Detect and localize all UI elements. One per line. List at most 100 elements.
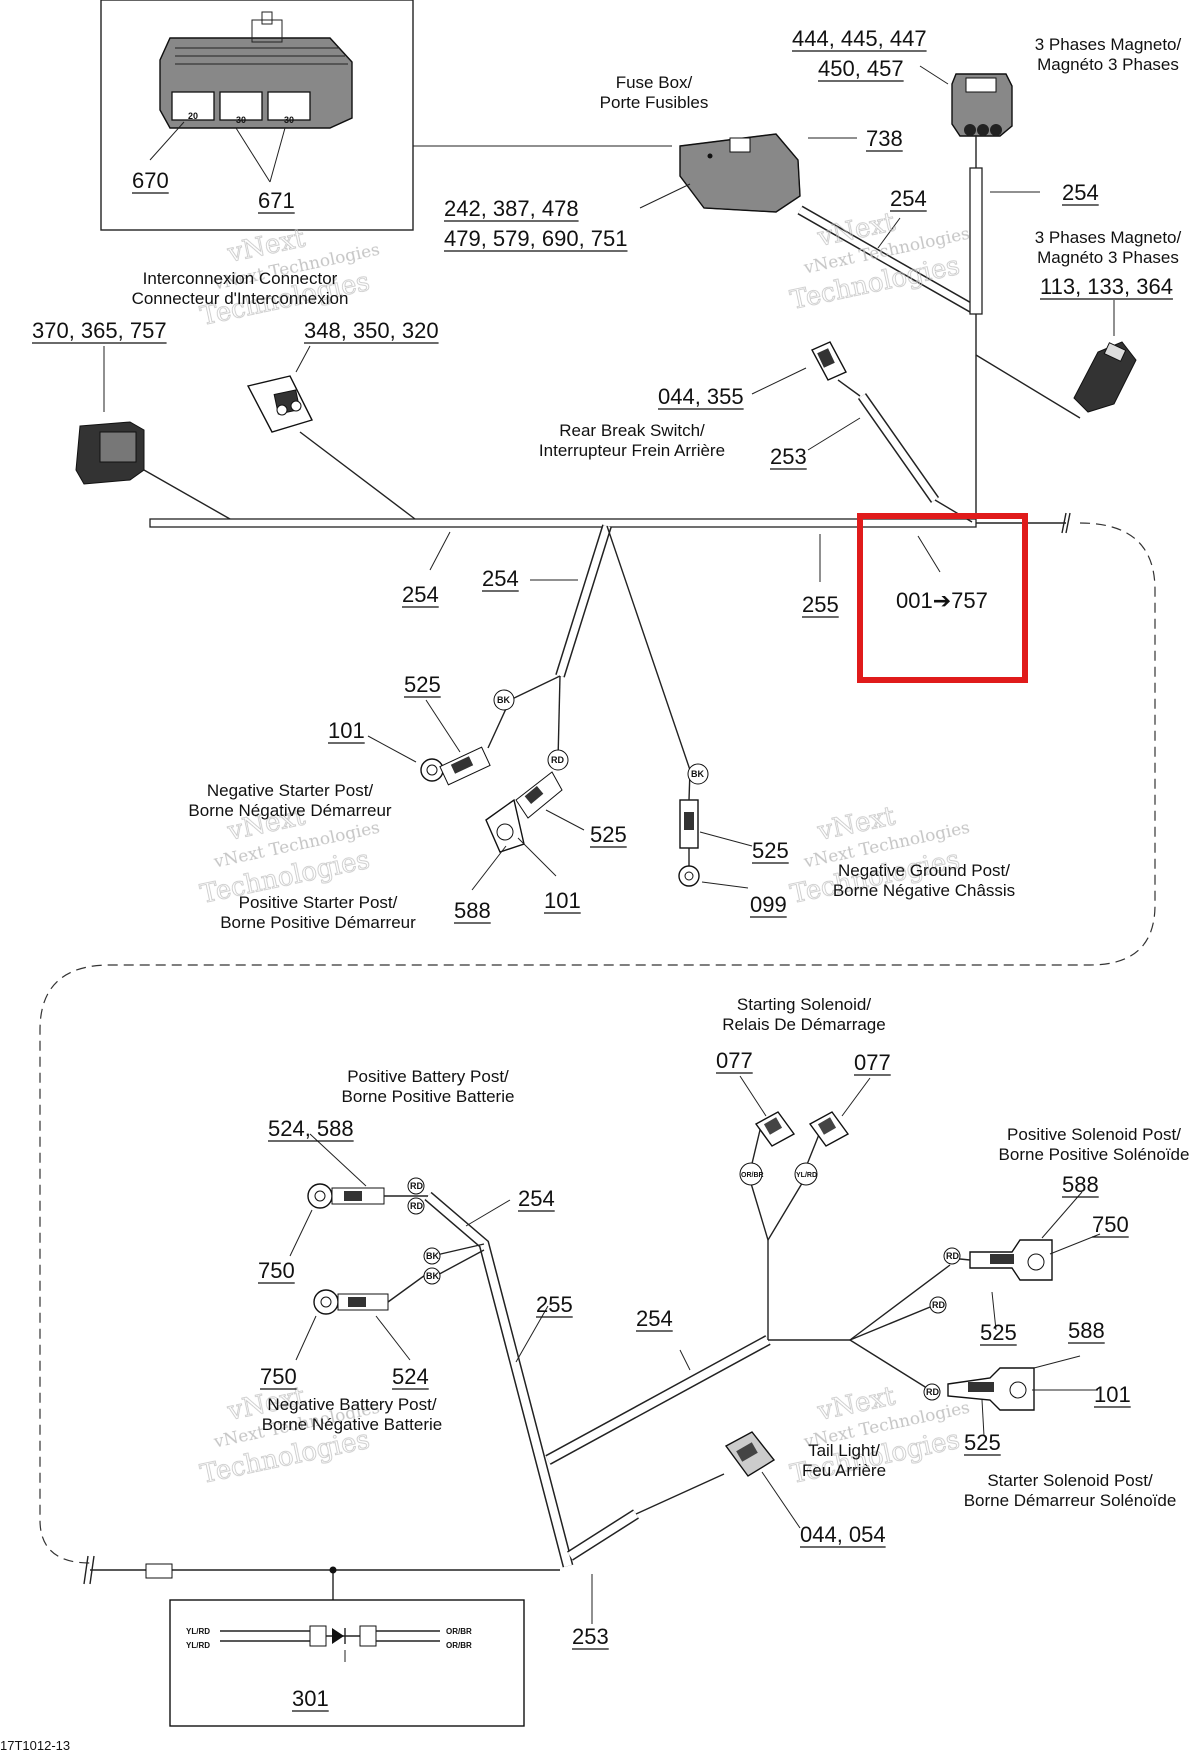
caption-psol1: Positive Solenoid Post/ bbox=[1007, 1125, 1181, 1144]
caption-tail2: Feu Arrière bbox=[802, 1461, 886, 1480]
wire-tag-rd: RD bbox=[410, 1201, 423, 1211]
callout-c044b: 044, 054 bbox=[800, 1522, 886, 1547]
caption-sol1: Starting Solenoid/ bbox=[737, 995, 871, 1014]
callout-c101c: 101 bbox=[1094, 1382, 1131, 1407]
caption-ngp2: Borne Négative Châssis bbox=[833, 881, 1015, 900]
wire-tag-ylrd: YL/RD bbox=[796, 1172, 817, 1179]
solenoid-connector-right bbox=[808, 1111, 850, 1147]
wire-tag-bk: BK bbox=[497, 695, 510, 705]
leader-lines bbox=[103, 65, 1115, 1624]
solenoid-connector-left bbox=[754, 1111, 796, 1147]
caption-psp2: Borne Positive Démarreur bbox=[220, 913, 416, 932]
magneto-connector-right bbox=[1073, 341, 1137, 413]
callout-c525c: 525 bbox=[752, 838, 789, 863]
wire-tag-rd: RD bbox=[946, 1251, 959, 1261]
negative-ground-terminal bbox=[678, 799, 700, 887]
callout-c450: 450, 457 bbox=[818, 56, 904, 81]
magneto-connector-top bbox=[951, 73, 1013, 137]
callout-c254c: 254 bbox=[402, 582, 439, 607]
positive-starter-terminal bbox=[485, 771, 563, 853]
starter-solenoid-terminal bbox=[947, 1367, 1035, 1411]
callout-c255a: 255 bbox=[802, 592, 839, 617]
diode-label-left-top: YL/RD bbox=[186, 1627, 210, 1636]
caption-int2: Connecteur d'Interconnexion bbox=[132, 289, 349, 308]
highlight-box bbox=[857, 513, 1028, 683]
diode-label-left-bottom: YL/RD bbox=[186, 1641, 210, 1650]
callout-c479: 479, 579, 690, 751 bbox=[444, 226, 628, 251]
wire-tag-bk: BK bbox=[426, 1271, 439, 1281]
callout-c255b: 255 bbox=[536, 1292, 573, 1317]
interconnexion-connector bbox=[75, 421, 145, 485]
tail-light-connector bbox=[724, 1431, 776, 1477]
caption-ssp1: Starter Solenoid Post/ bbox=[987, 1471, 1153, 1490]
wire-tag-orbr: OR/BR bbox=[741, 1172, 764, 1179]
caption-mag2b: Magnéto 3 Phases bbox=[1037, 248, 1179, 267]
caption-rear2: Interrupteur Frein Arrière bbox=[539, 441, 725, 460]
callout-c254f: 254 bbox=[636, 1306, 673, 1331]
callout-c670: 670 bbox=[132, 168, 169, 193]
watermarks: vNext vNext Technologies Technologies vN… bbox=[197, 207, 971, 1491]
callout-c001: 001➔757 bbox=[896, 588, 988, 613]
caption-ngp1: Negative Ground Post/ bbox=[838, 861, 1010, 880]
fuse-label-1: 20 bbox=[188, 111, 198, 121]
caption-psp1: Positive Starter Post/ bbox=[239, 893, 398, 912]
caption-fuse2: Porte Fusibles bbox=[600, 93, 709, 112]
callout-c738: 738 bbox=[866, 126, 903, 151]
diode-label-right-bottom: OR/BR bbox=[446, 1641, 472, 1650]
fuse-connector-inset: 20 30 30 bbox=[100, 0, 672, 231]
callout-c524a: 524, 588 bbox=[268, 1116, 354, 1141]
caption-mag2a: 3 Phases Magneto/ bbox=[1035, 228, 1182, 247]
callout-c671: 671 bbox=[258, 188, 295, 213]
caption-int1: Interconnexion Connector bbox=[143, 269, 338, 288]
wire-tag-rd: RD bbox=[932, 1300, 945, 1310]
callout-c254a: 254 bbox=[890, 186, 927, 211]
caption-mag1b: Magnéto 3 Phases bbox=[1037, 55, 1179, 74]
callout-c254e: 254 bbox=[518, 1186, 555, 1211]
caption-rear1: Rear Break Switch/ bbox=[559, 421, 705, 440]
lower-harness: RD RD BK BK OR/BR YL/RD RD RD RD bbox=[83, 1111, 1053, 1727]
rear-brake-switch-connector bbox=[811, 341, 847, 381]
callout-c525a: 525 bbox=[404, 672, 441, 697]
callout-c370: 370, 365, 757 bbox=[32, 318, 167, 343]
wire-tag-rd: RD bbox=[410, 1181, 423, 1191]
callout-c588b: 588 bbox=[1062, 1172, 1099, 1197]
callout-c101b: 101 bbox=[544, 888, 581, 913]
callout-c253a: 253 bbox=[770, 444, 807, 469]
negative-battery-terminal bbox=[313, 1289, 389, 1315]
connector-348 bbox=[246, 375, 313, 433]
caption-nsp2: Borne Négative Démarreur bbox=[188, 801, 391, 820]
diode-label-right-top: OR/BR bbox=[446, 1627, 472, 1636]
callout-c750a: 750 bbox=[258, 1258, 295, 1283]
callout-c588c: 588 bbox=[1068, 1318, 1105, 1343]
caption-pbp2: Borne Positive Batterie bbox=[342, 1087, 515, 1106]
callout-c044a: 044, 355 bbox=[658, 384, 744, 409]
callout-c077a: 077 bbox=[716, 1048, 753, 1073]
callout-c253b: 253 bbox=[572, 1624, 609, 1649]
callout-c524b: 524 bbox=[392, 1364, 429, 1389]
callout-c113: 113, 133, 364 bbox=[1040, 274, 1173, 299]
callout-c750c: 750 bbox=[1092, 1212, 1129, 1237]
positive-battery-terminal bbox=[307, 1183, 385, 1209]
wire-tag-rd: RD bbox=[551, 755, 564, 765]
wire-tags-upper: BK RD BK bbox=[493, 689, 709, 785]
callout-c254d: 254 bbox=[482, 566, 519, 591]
fuse-label-2: 30 bbox=[236, 115, 246, 125]
wire-tag-rd: RD bbox=[926, 1387, 939, 1397]
callout-c301: 301 bbox=[292, 1686, 329, 1711]
callout-c750b: 750 bbox=[260, 1364, 297, 1389]
caption-sol2: Relais De Démarrage bbox=[722, 1015, 885, 1034]
callout-c444: 444, 445, 447 bbox=[792, 26, 927, 51]
positive-solenoid-terminal bbox=[969, 1239, 1053, 1281]
upper-harness: BK RD BK bbox=[39, 73, 1156, 1564]
fuse-label-3: 30 bbox=[284, 115, 294, 125]
caption-ssp2: Borne Démarreur Solénoïde bbox=[964, 1491, 1177, 1510]
caption-psol2: Borne Positive Solénoïde bbox=[999, 1145, 1190, 1164]
callout-c101a: 101 bbox=[328, 718, 365, 743]
callout-c099: 099 bbox=[750, 892, 787, 917]
caption-tail1: Tail Light/ bbox=[808, 1441, 880, 1460]
callout-c525d: 525 bbox=[980, 1320, 1017, 1345]
caption-nsp1: Negative Starter Post/ bbox=[207, 781, 374, 800]
